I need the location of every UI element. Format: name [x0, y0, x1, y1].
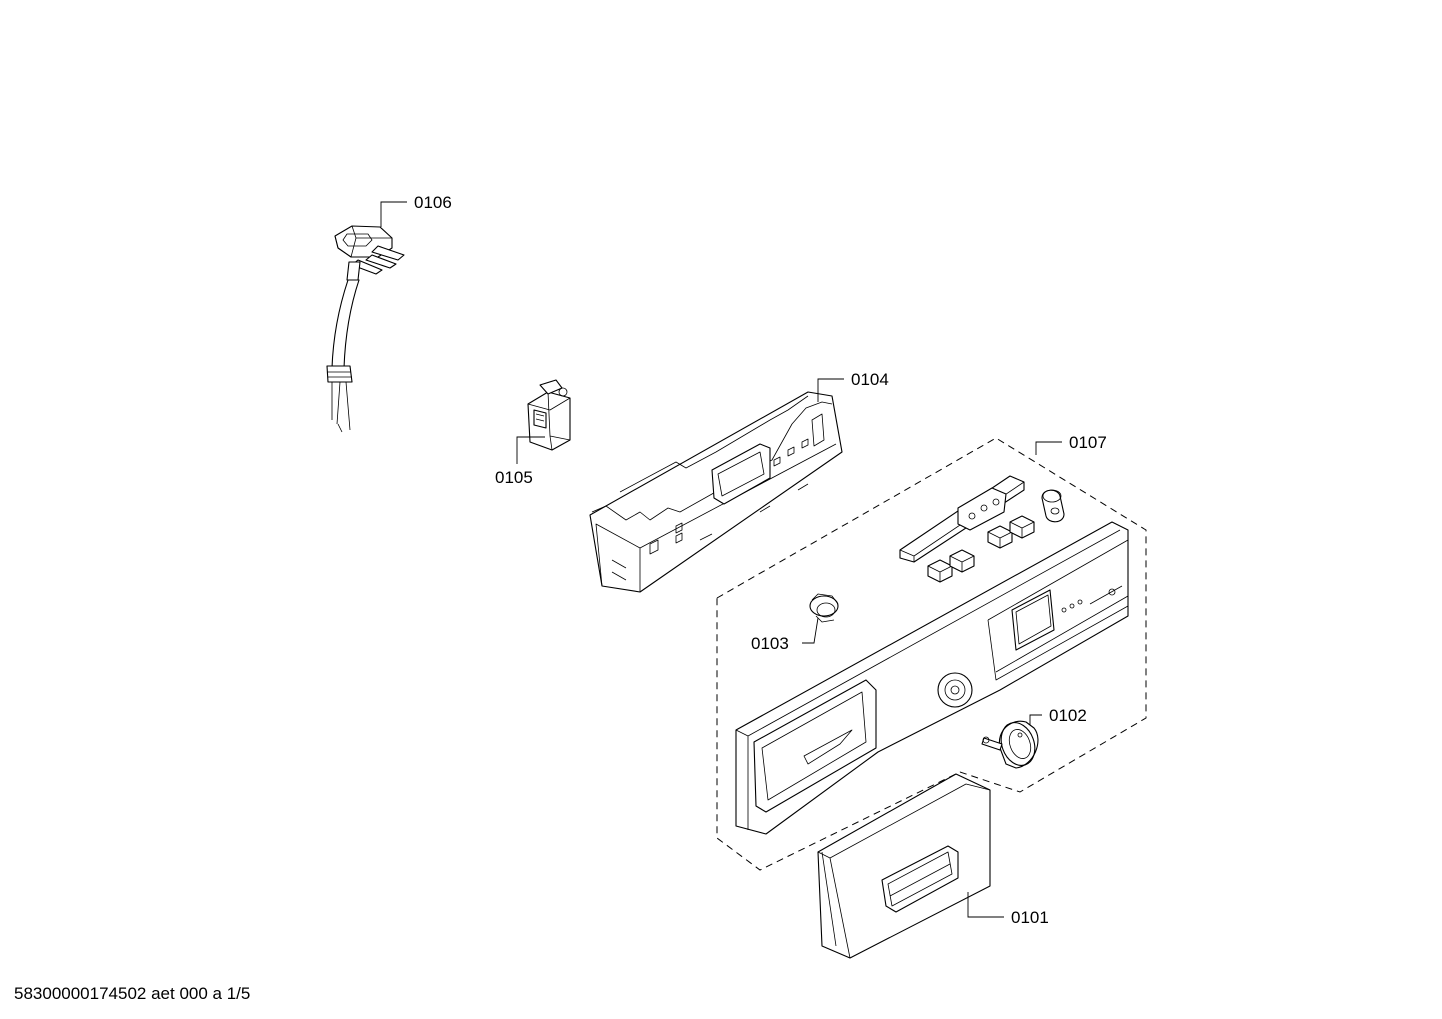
callout-0105: 0105 [495, 468, 533, 487]
callout-0104: 0104 [851, 370, 889, 389]
button-strip-illustration [899, 475, 1025, 563]
small-bearing-illustration [809, 593, 839, 623]
key-caps-illustration [927, 515, 1035, 583]
callout-0107: 0107 [1069, 433, 1107, 452]
power-cord-illustration [326, 225, 405, 433]
selector-knob-illustration [981, 720, 1039, 769]
leader-0105 [516, 436, 545, 464]
callout-0101: 0101 [1011, 908, 1049, 927]
leader-0103 [802, 617, 819, 644]
connector-clip-illustration [527, 379, 571, 451]
leader-0102 [1029, 714, 1042, 725]
leader-0104 [817, 378, 844, 402]
leader-0107 [1035, 441, 1062, 455]
callout-0103: 0103 [751, 634, 789, 653]
leader-0106 [380, 201, 407, 227]
leader-0101 [967, 892, 1004, 918]
callout-0106: 0106 [414, 193, 452, 212]
drawer-handle-illustration [817, 773, 991, 959]
round-button-illustration [1041, 489, 1065, 523]
control-module-illustration [589, 391, 843, 593]
drawing-reference: 58300000174502 aet 000 a 1/5 [14, 984, 250, 1003]
front-panel-illustration [735, 521, 1129, 835]
panel-assembly-boundary [716, 437, 1147, 871]
callout-0102: 0102 [1049, 706, 1087, 725]
